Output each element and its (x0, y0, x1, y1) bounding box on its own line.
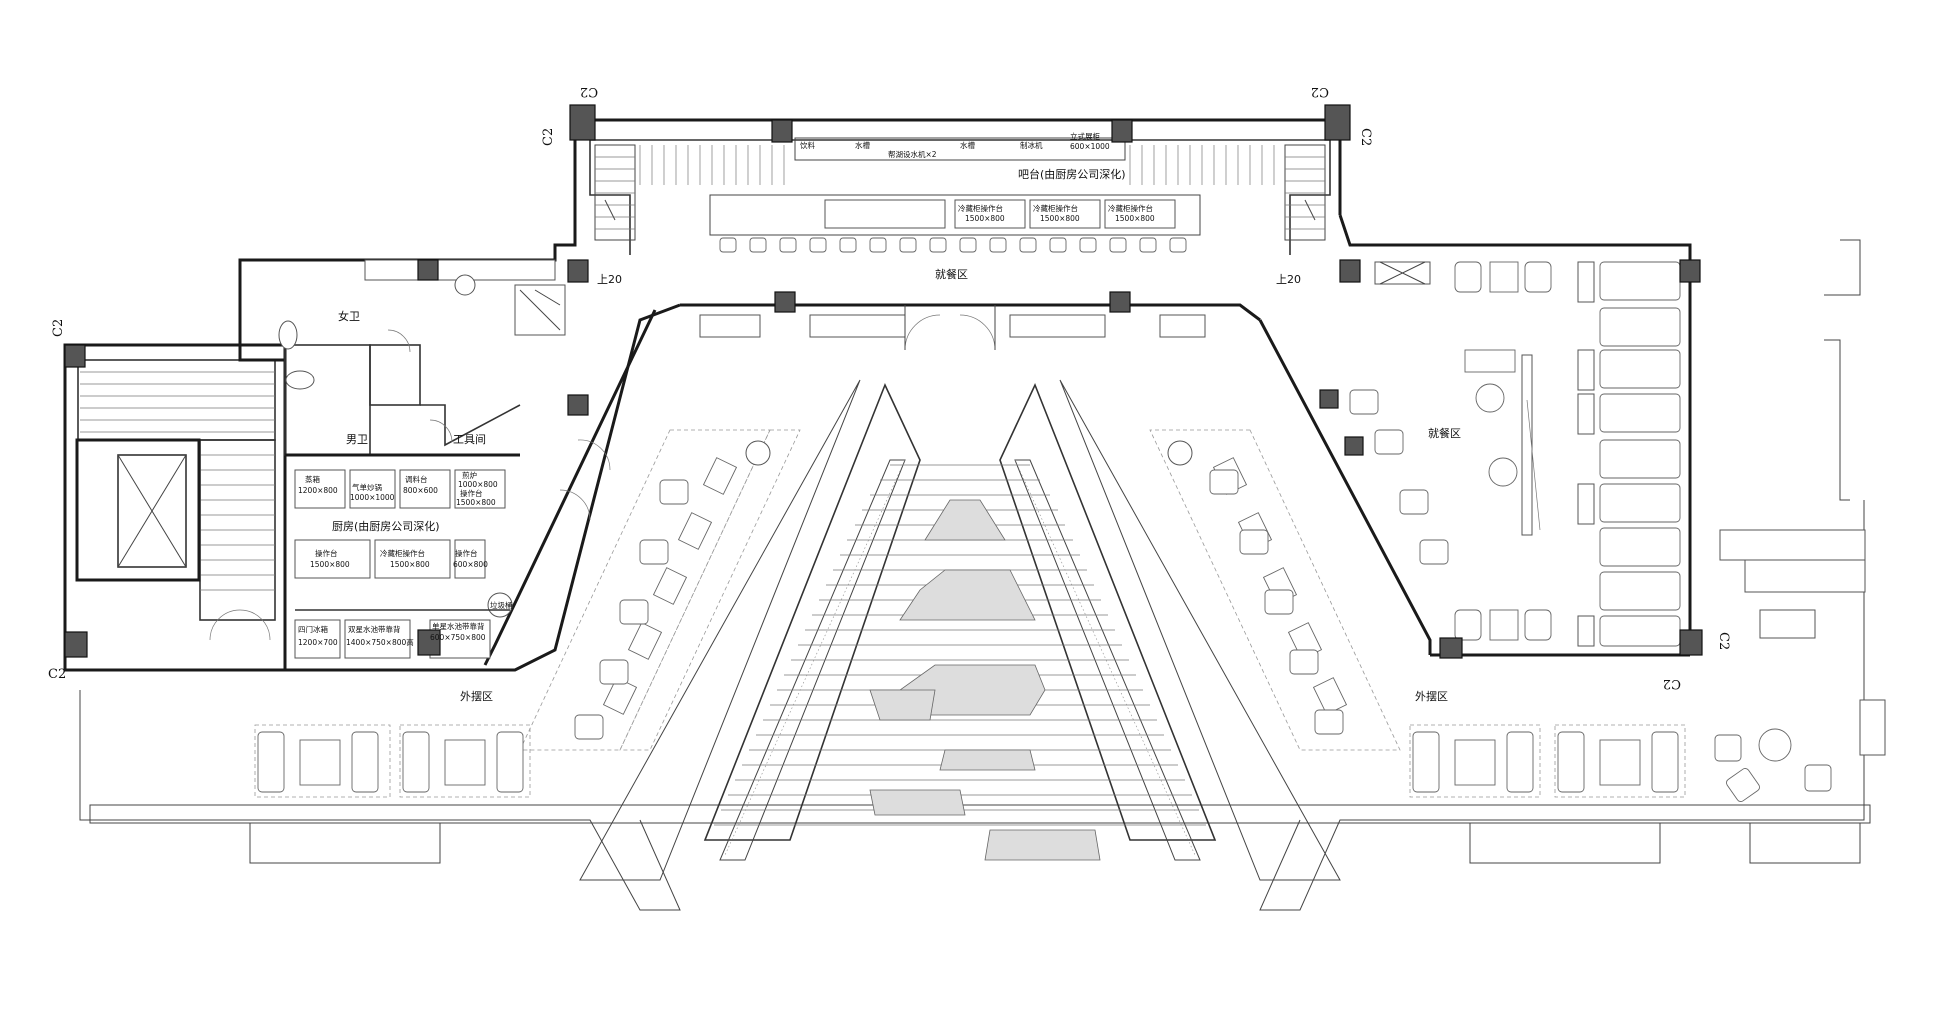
outdoor-seating-left (519, 429, 801, 751)
grid-tag: C2 (1358, 128, 1373, 146)
grid-tags: C2 C2 C2 C2 C2 C2 C2 C2 (48, 84, 1731, 691)
steamer-label: 蒸箱 (305, 474, 320, 484)
freezer-label: 四门冰箱 (298, 624, 328, 634)
single-sink-label: 单星水池带靠背 (432, 621, 485, 631)
outdoor-right-label: 外摆区 (1415, 689, 1448, 703)
columns (64, 104, 1703, 659)
prep-top-label: 操作台 (460, 488, 483, 498)
season-label: 调料台 (405, 474, 428, 484)
steamer-size: 1200×800 (298, 486, 338, 495)
grid-tag: C2 (51, 319, 66, 337)
dining-front-windows (699, 305, 1206, 351)
stair-left-label: 上20 (597, 273, 622, 286)
outdoor-seating-right (1149, 389, 1449, 751)
prep1-size: 1500×800 (310, 560, 350, 569)
mens-wc-label: 男卫 (346, 433, 368, 446)
double-sink-label: 双星水池带靠背 (348, 624, 401, 634)
stair-right-label: 上20 (1276, 273, 1301, 286)
prep1-label: 操作台 (315, 548, 338, 558)
prep2-label: 操作台 (455, 548, 478, 558)
building-shell (238, 118, 1692, 672)
grid-tag: C2 (541, 128, 556, 146)
fridge-label: 冷藏柜操作台 (1108, 203, 1153, 213)
prep-top-size: 1500×800 (456, 498, 496, 507)
outdoor-left-label: 外摆区 (460, 689, 493, 703)
freezer-size: 1200×700 (298, 638, 338, 647)
service-area (278, 259, 611, 659)
terrace-outline (79, 239, 1871, 911)
fridge-size: 1500×800 (1115, 214, 1155, 223)
bottom-sofas (254, 529, 1886, 802)
kitchen-label: 厨房(由厨房公司深化) (332, 519, 440, 533)
fridge-prep-size: 1500×800 (390, 560, 430, 569)
trash-label: 垃圾桶 (490, 600, 513, 610)
wok-label: 气单炒锅 (352, 482, 382, 492)
single-sink-size: 600×750×800 (430, 633, 486, 642)
double-sink-size: 1400×750×800高 (346, 637, 414, 647)
bar-drink-label: 饮料 (800, 140, 815, 150)
bar-stairs (594, 144, 1326, 241)
bar-cabinet-size: 600×1000 (1070, 142, 1110, 151)
bar-label: 吧台(由厨房公司深化) (1018, 167, 1126, 181)
utility-label: 工具间 (453, 433, 486, 446)
dining-top-label: 就餐区 (935, 267, 968, 281)
bar-sink2-label: 水槽 (960, 140, 975, 150)
womens-wc-label: 女卫 (338, 309, 360, 323)
stair-elevator-core (63, 343, 287, 672)
bar-counter (709, 137, 1201, 253)
fridge-label: 冷藏柜操作台 (958, 203, 1003, 213)
bar-sink1-label: 水槽 (855, 140, 870, 150)
stove-size: 1000×800 (458, 480, 498, 489)
bar-fixture-labels: 饮料 水槽 帮湖设水机×2 水槽 制冰机 立式展柜 600×1000 冷藏柜操作… (800, 131, 1155, 223)
fridge-size: 1500×800 (1040, 214, 1080, 223)
grid-tag: C2 (1663, 676, 1681, 691)
wok-size: 1000×1000 (350, 493, 395, 502)
bar-ice-cup-label: 帮湖设水机×2 (888, 149, 937, 159)
kitchen-fixture-labels: 蒸箱 1200×800 气单炒锅 1000×1000 调料台 800×600 煎… (298, 470, 513, 647)
fridge-prep-label: 冷藏柜操作台 (380, 548, 425, 558)
grid-tag: C2 (48, 667, 66, 682)
grid-tag: C2 (580, 84, 598, 99)
fridge-size: 1500×800 (965, 214, 1005, 223)
grid-tag: C2 (1716, 632, 1731, 650)
right-dining-area (1374, 261, 1681, 647)
room-labels: 吧台(由厨房公司深化) 就餐区 就餐区 女卫 男卫 工具间 厨房(由厨房公司深化… (332, 167, 1461, 703)
stove-label: 煎炉 (462, 470, 477, 480)
bar-ice-label: 制冰机 (1020, 140, 1043, 150)
season-size: 800×600 (403, 486, 438, 495)
central-atrium (579, 379, 1341, 881)
grid-tag: C2 (1311, 84, 1329, 99)
fridge-label: 冷藏柜操作台 (1033, 203, 1078, 213)
dining-right-label: 就餐区 (1428, 426, 1461, 440)
bar-cabinet-label: 立式展柜 (1070, 131, 1100, 141)
prep2-size: 600×800 (453, 560, 488, 569)
